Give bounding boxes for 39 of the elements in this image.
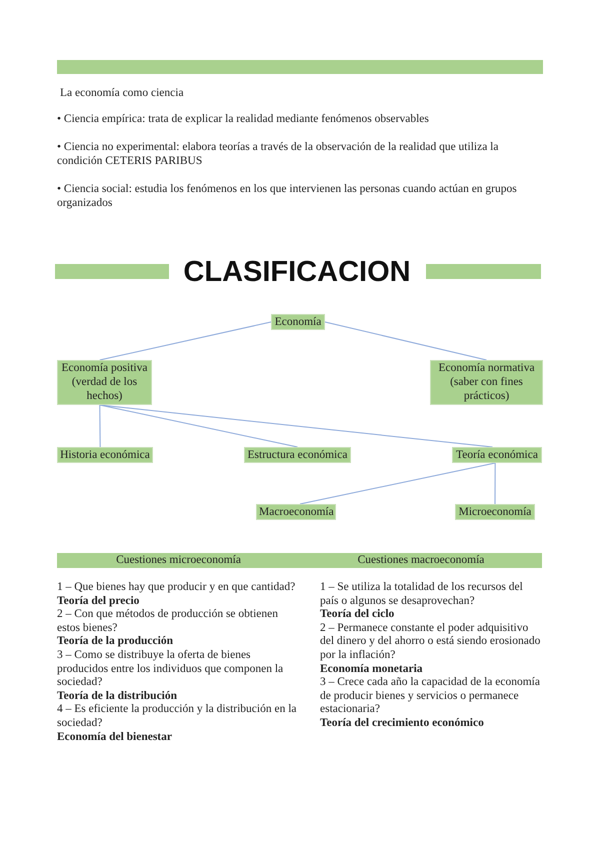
question-text: 3 – Como se distribuye la oferta de bienes producidos entre los individuos que componen la sociedad?: [57, 648, 284, 690]
answer-text: Economía monetaria: [320, 662, 424, 676]
section-heading: La economía como ciencia: [60, 87, 185, 101]
question-text: 3 – Crece cada año la capacidad de la economía de producir bienes y servicios o permanece estacionaria?: [320, 676, 541, 717]
answer-text: Teoría del ciclo: [320, 608, 396, 622]
question-text: 4 – Es eficiente la producción y la distribución en la sociedad?: [57, 703, 298, 731]
band-bar: [55, 264, 169, 279]
concept-box: Economía normativa (saber con fines prácticos): [430, 360, 543, 405]
bullet-text: • Ciencia empírica: trata de explicar la realidad mediante fenómenos observables: [57, 113, 430, 127]
concept-box: Macroeconomía: [256, 504, 336, 520]
band-bar: [426, 264, 541, 279]
bullet-text: • Ciencia no experimental: elabora teorías a través de la observación de la realidad que utiliza la condición CETERIS PARIBUS: [57, 141, 500, 168]
answer-text: Teoría de la distribución: [57, 690, 178, 704]
concept-box: Estructura económica: [244, 447, 351, 463]
connector-line: [99, 404, 298, 448]
question-text: 2 – Permanece constante el poder adquisitivo del dinero y del ahorro o está siendo erosionado por la inflación?: [320, 622, 542, 663]
answer-text: Teoría del crecimiento económico: [320, 716, 485, 731]
concept-box: Economía: [271, 314, 325, 330]
connector-line: [300, 462, 496, 504]
column-header: Cuestiones macroeconomía: [300, 553, 542, 568]
title: CLASIFICACION: [182, 255, 412, 290]
question-text: 2 – Con que métodos de producción se obtienen estos bienes?: [57, 608, 280, 636]
connector-line: [99, 322, 272, 360]
answer-text: Economía del bienestar: [57, 730, 173, 744]
connector-line: [494, 462, 496, 504]
concept-box: Historia económica: [57, 447, 153, 463]
answer-text: Teoría del precio: [57, 594, 140, 608]
band-bar: [57, 60, 543, 74]
answer-text: Teoría de la producción: [57, 635, 174, 649]
connector-line: [324, 322, 487, 360]
concept-box: Teoría económica: [452, 447, 542, 463]
question-text: 1 – Se utiliza la totalidad de los recursos del país o algunos se desaprovechan?: [320, 581, 524, 608]
question-text: 1 – Que bienes hay que producir y en que cantidad?: [57, 581, 296, 595]
concept-box: Microeconomía: [455, 504, 535, 520]
connector-line: [99, 404, 101, 448]
column-header: Cuestiones microeconomía: [57, 553, 300, 568]
bullet-text: • Ciencia social: estudia los fenómenos en los que intervienen las personas cuando actúan en grupos organizados: [57, 183, 518, 210]
concept-box: Economía positiva (verdad de los hechos): [57, 360, 152, 405]
connector-line: [99, 404, 493, 448]
